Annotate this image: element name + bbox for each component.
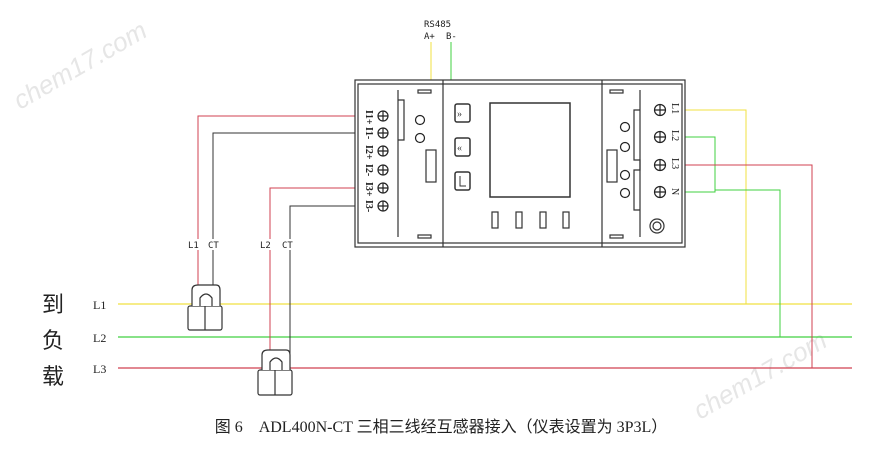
ct-labels: L1 CT L2 CT (186, 239, 298, 251)
svg-text:I1+: I1+ (363, 110, 374, 125)
svg-text:I2-: I2- (363, 164, 374, 176)
svg-text:L1: L1 (188, 241, 199, 251)
svg-text:L1: L1 (93, 298, 106, 312)
svg-text:CT: CT (208, 241, 219, 251)
double-chevron-left-icon: « (457, 143, 462, 154)
svg-text:B-: B- (446, 32, 457, 42)
watermark: chem17.com (688, 325, 832, 425)
left-terminal-labels: I1+ I1- I2+ I2- I3+ I3- (363, 110, 374, 212)
page-up-button[interactable] (454, 137, 471, 157)
watermark: chem17.com (8, 15, 152, 115)
svg-text:RS485: RS485 (424, 20, 451, 30)
load-lines (118, 303, 852, 369)
figure-caption: 图 6 ADL400N-CT 三相三线经互感器接入（仪表设置为 3P3L） (215, 418, 668, 436)
svg-text:I1-: I1- (363, 127, 374, 139)
current-transformer-1 (187, 284, 223, 331)
svg-text:L2: L2 (260, 241, 271, 251)
right-terminal-screws (653, 103, 667, 199)
svg-text:L3: L3 (93, 362, 106, 376)
enter-icon (459, 176, 466, 187)
voltage-wires (668, 109, 813, 368)
svg-text:L2: L2 (669, 130, 680, 141)
svg-text:N: N (669, 188, 680, 195)
svg-text:CT: CT (282, 241, 293, 251)
ct-wires (197, 115, 360, 355)
svg-text:A+: A+ (424, 32, 435, 42)
right-terminal-labels: L1 L2 L3 N (669, 103, 680, 195)
enter-button[interactable] (454, 171, 471, 191)
svg-text:I2+: I2+ (363, 145, 374, 160)
svg-text:载: 载 (42, 364, 64, 389)
svg-text:I3-: I3- (363, 200, 374, 212)
load-line-labels: L1 L2 L3 (93, 298, 106, 376)
lcd-display (489, 102, 571, 198)
meter-buttons: » « (454, 103, 471, 191)
double-chevron-right-icon: » (457, 109, 462, 120)
load-label: 到 负 载 (42, 292, 64, 389)
svg-text:I3+: I3+ (363, 182, 374, 197)
current-transformer-2 (257, 349, 293, 396)
svg-text:L2: L2 (93, 331, 106, 345)
svg-text:L3: L3 (669, 158, 680, 169)
svg-text:到: 到 (42, 292, 64, 317)
svg-text:负: 负 (42, 328, 64, 353)
rs485-label: RS485 A+ B- (424, 20, 457, 42)
left-terminal-screws (377, 110, 631, 212)
svg-text:L1: L1 (669, 103, 680, 114)
page-down-button[interactable] (454, 103, 471, 123)
indicator-leds (491, 211, 570, 229)
